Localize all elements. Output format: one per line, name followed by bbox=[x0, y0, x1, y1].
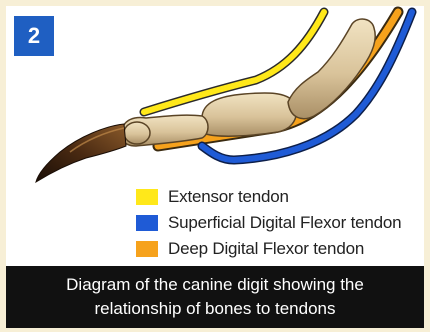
legend-item-deep-flexor: Deep Digital Flexor tendon bbox=[136, 236, 401, 262]
legend-label: Deep Digital Flexor tendon bbox=[168, 239, 364, 259]
legend-swatch-orange bbox=[136, 241, 158, 257]
caption-line-2: relationship of bones to tendons bbox=[94, 297, 335, 321]
claw bbox=[36, 124, 126, 182]
legend-label: Superficial Digital Flexor tendon bbox=[168, 213, 401, 233]
legend-swatch-blue bbox=[136, 215, 158, 231]
legend-item-extensor: Extensor tendon bbox=[136, 184, 401, 210]
tendon-legend: Extensor tendon Superficial Digital Flex… bbox=[136, 184, 401, 262]
legend-swatch-yellow bbox=[136, 189, 158, 205]
sesamoid-bone bbox=[124, 122, 150, 144]
middle-phalanx-bone bbox=[202, 93, 297, 136]
legend-item-superficial-flexor: Superficial Digital Flexor tendon bbox=[136, 210, 401, 236]
caption-line-1: Diagram of the canine digit showing the bbox=[66, 273, 364, 297]
figure-number-badge: 2 bbox=[14, 16, 54, 56]
legend-label: Extensor tendon bbox=[168, 187, 289, 207]
canine-digit-diagram: 2 bbox=[6, 6, 424, 266]
figure-caption: Diagram of the canine digit showing the … bbox=[6, 266, 424, 328]
